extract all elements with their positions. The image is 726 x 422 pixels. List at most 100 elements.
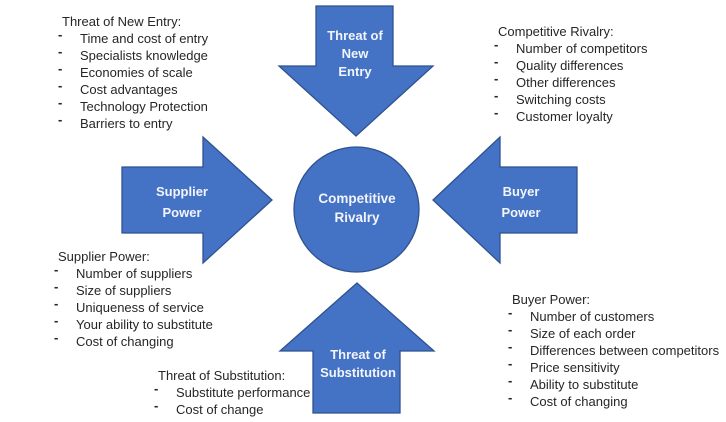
- dash-bullet: -: [508, 339, 513, 354]
- dash-bullet: -: [494, 105, 499, 120]
- list-item: - Uniqueness of service: [53, 296, 213, 316]
- list-item-text: Your ability to substitute: [76, 317, 213, 332]
- list-item-text: Ability to substitute: [530, 377, 639, 392]
- list-item: - Your ability to substitute: [53, 313, 213, 333]
- list-item: - Cost of changing: [507, 390, 719, 410]
- dash-bullet: -: [58, 95, 63, 110]
- dash-bullet: -: [58, 78, 63, 93]
- bottom-arrow-label-line: Substitution: [320, 365, 396, 380]
- supplier-power-list: Supplier Power: - Number of suppliers - Si…: [53, 248, 213, 350]
- list-item: - Ability to substitute: [507, 373, 719, 393]
- dash-bullet: -: [58, 44, 63, 59]
- dash-bullet: -: [494, 88, 499, 103]
- list-item-text: Number of competitors: [516, 41, 648, 56]
- list-item: - Cost advantages: [57, 78, 208, 98]
- list-item: - Substitute performance: [153, 381, 311, 401]
- list-item: - Specialists knowledge: [57, 44, 208, 64]
- list-item-text: Cost of change: [176, 402, 264, 417]
- list-item-text: Economies of scale: [80, 65, 193, 80]
- list-item-text: Technology Protection: [80, 99, 208, 114]
- dash-bullet: -: [508, 390, 513, 405]
- right-arrow-label-line: Buyer: [502, 184, 540, 199]
- dash-bullet: -: [508, 305, 513, 320]
- competitive-rivalry-list: Competitive Rivalry: - Number of competit…: [493, 23, 648, 125]
- dash-bullet: -: [154, 381, 159, 396]
- list-title: Buyer Power:: [512, 292, 591, 307]
- list-item: - Customer loyalty: [493, 105, 648, 125]
- list-item-text: Cost of changing: [530, 394, 628, 409]
- top-arrow-shape: [277, 5, 435, 137]
- right-arrow-label-line: Power: [501, 205, 541, 220]
- dash-bullet: -: [508, 322, 513, 337]
- list-item: - Number of suppliers: [53, 262, 213, 282]
- dash-bullet: -: [54, 330, 59, 345]
- list-item: - Number of customers: [507, 305, 719, 325]
- list-item-text: Cost of changing: [76, 334, 174, 349]
- list-item-text: Differences between competitors: [530, 343, 720, 358]
- top-arrow-label-line: Threat of: [327, 28, 383, 43]
- list-item: - Other differences: [493, 71, 648, 91]
- list-title: Supplier Power:: [58, 249, 150, 264]
- dash-bullet: -: [54, 262, 59, 277]
- right-arrow-label: Buyer Power: [471, 181, 571, 223]
- list-item: - Price sensitivity: [507, 356, 719, 376]
- left-arrow-label-line: Power: [162, 205, 202, 220]
- list-item: - Quality differences: [493, 54, 648, 74]
- dash-bullet: -: [508, 356, 513, 371]
- list-item: - Cost of change: [153, 398, 310, 418]
- dash-bullet: -: [494, 37, 499, 52]
- dash-bullet: -: [508, 373, 513, 388]
- buyer-power-list: Buyer Power: - Number of customers - Size …: [507, 291, 719, 410]
- dash-bullet: -: [54, 313, 59, 328]
- left-arrow-label: Supplier Power: [132, 181, 232, 223]
- dash-bullet: -: [154, 398, 159, 413]
- top-arrow-label-line: Entry: [338, 64, 372, 79]
- list-title: Threat of New Entry:: [62, 14, 182, 29]
- list-item-text: Time and cost of entry: [80, 31, 209, 46]
- left-arrow-shape: [121, 135, 273, 265]
- bottom-arrow-shape: [278, 282, 436, 414]
- right-arrow-shape: [432, 135, 578, 265]
- center-circle-label-line: Rivalry: [334, 210, 380, 225]
- bottom-arrow-label: Threat of Substitution: [319, 346, 397, 382]
- list-item-text: Number of suppliers: [76, 266, 193, 281]
- dash-bullet: -: [58, 27, 63, 42]
- list-title: Threat of Substitution:: [158, 368, 286, 383]
- list-item-text: Size of suppliers: [76, 283, 172, 298]
- list-item: - Economies of scale: [57, 61, 208, 81]
- list-item: - Technology Protection: [57, 95, 208, 115]
- dash-bullet: -: [494, 71, 499, 86]
- list-item-text: Price sensitivity: [530, 360, 620, 375]
- list-item: - Time and cost of entry: [57, 27, 209, 47]
- list-item-text: Other differences: [516, 75, 616, 90]
- list-item: -Switching costs: [493, 88, 648, 108]
- dash-bullet: -: [58, 112, 63, 127]
- threat-of-new-entry-list: Threat of New Entry: - Time and cost of e…: [57, 13, 208, 132]
- dash-bullet: -: [494, 54, 499, 69]
- dash-bullet: -: [54, 279, 59, 294]
- list-item-text: Number of customers: [530, 309, 655, 324]
- list-item-text: Barriers to entry: [80, 116, 173, 131]
- list-item-text: Size of each order: [530, 326, 636, 341]
- list-item: - Size of each order: [507, 322, 719, 342]
- list-item-text: Substitute performance: [176, 385, 311, 400]
- list-item-text: Cost advantages: [80, 82, 178, 97]
- list-item: - Cost of changing: [53, 330, 213, 350]
- list-item-text: Quality differences: [516, 58, 624, 73]
- list-item-text: Uniqueness of service: [76, 300, 204, 315]
- top-arrow-label: Threat of New Entry: [299, 27, 411, 81]
- list-item-text: Specialists knowledge: [80, 48, 208, 63]
- center-circle-label: Competitive Rivalry: [294, 189, 420, 227]
- threat-of-substitution-list: Threat of Substitution: - Substitute perf…: [153, 367, 310, 418]
- list-item-text: Customer loyalty: [516, 109, 613, 124]
- dash-bullet: -: [54, 296, 59, 311]
- left-arrow-label-line: Supplier: [155, 184, 208, 199]
- list-title: Competitive Rivalry:: [498, 24, 614, 39]
- bottom-arrow-label-line: Threat of: [330, 347, 386, 362]
- dash-bullet: -: [58, 61, 63, 76]
- list-item: - Size of suppliers: [53, 279, 213, 299]
- list-item: - Number of competitors: [493, 37, 648, 57]
- top-arrow-label-line: New: [341, 46, 369, 61]
